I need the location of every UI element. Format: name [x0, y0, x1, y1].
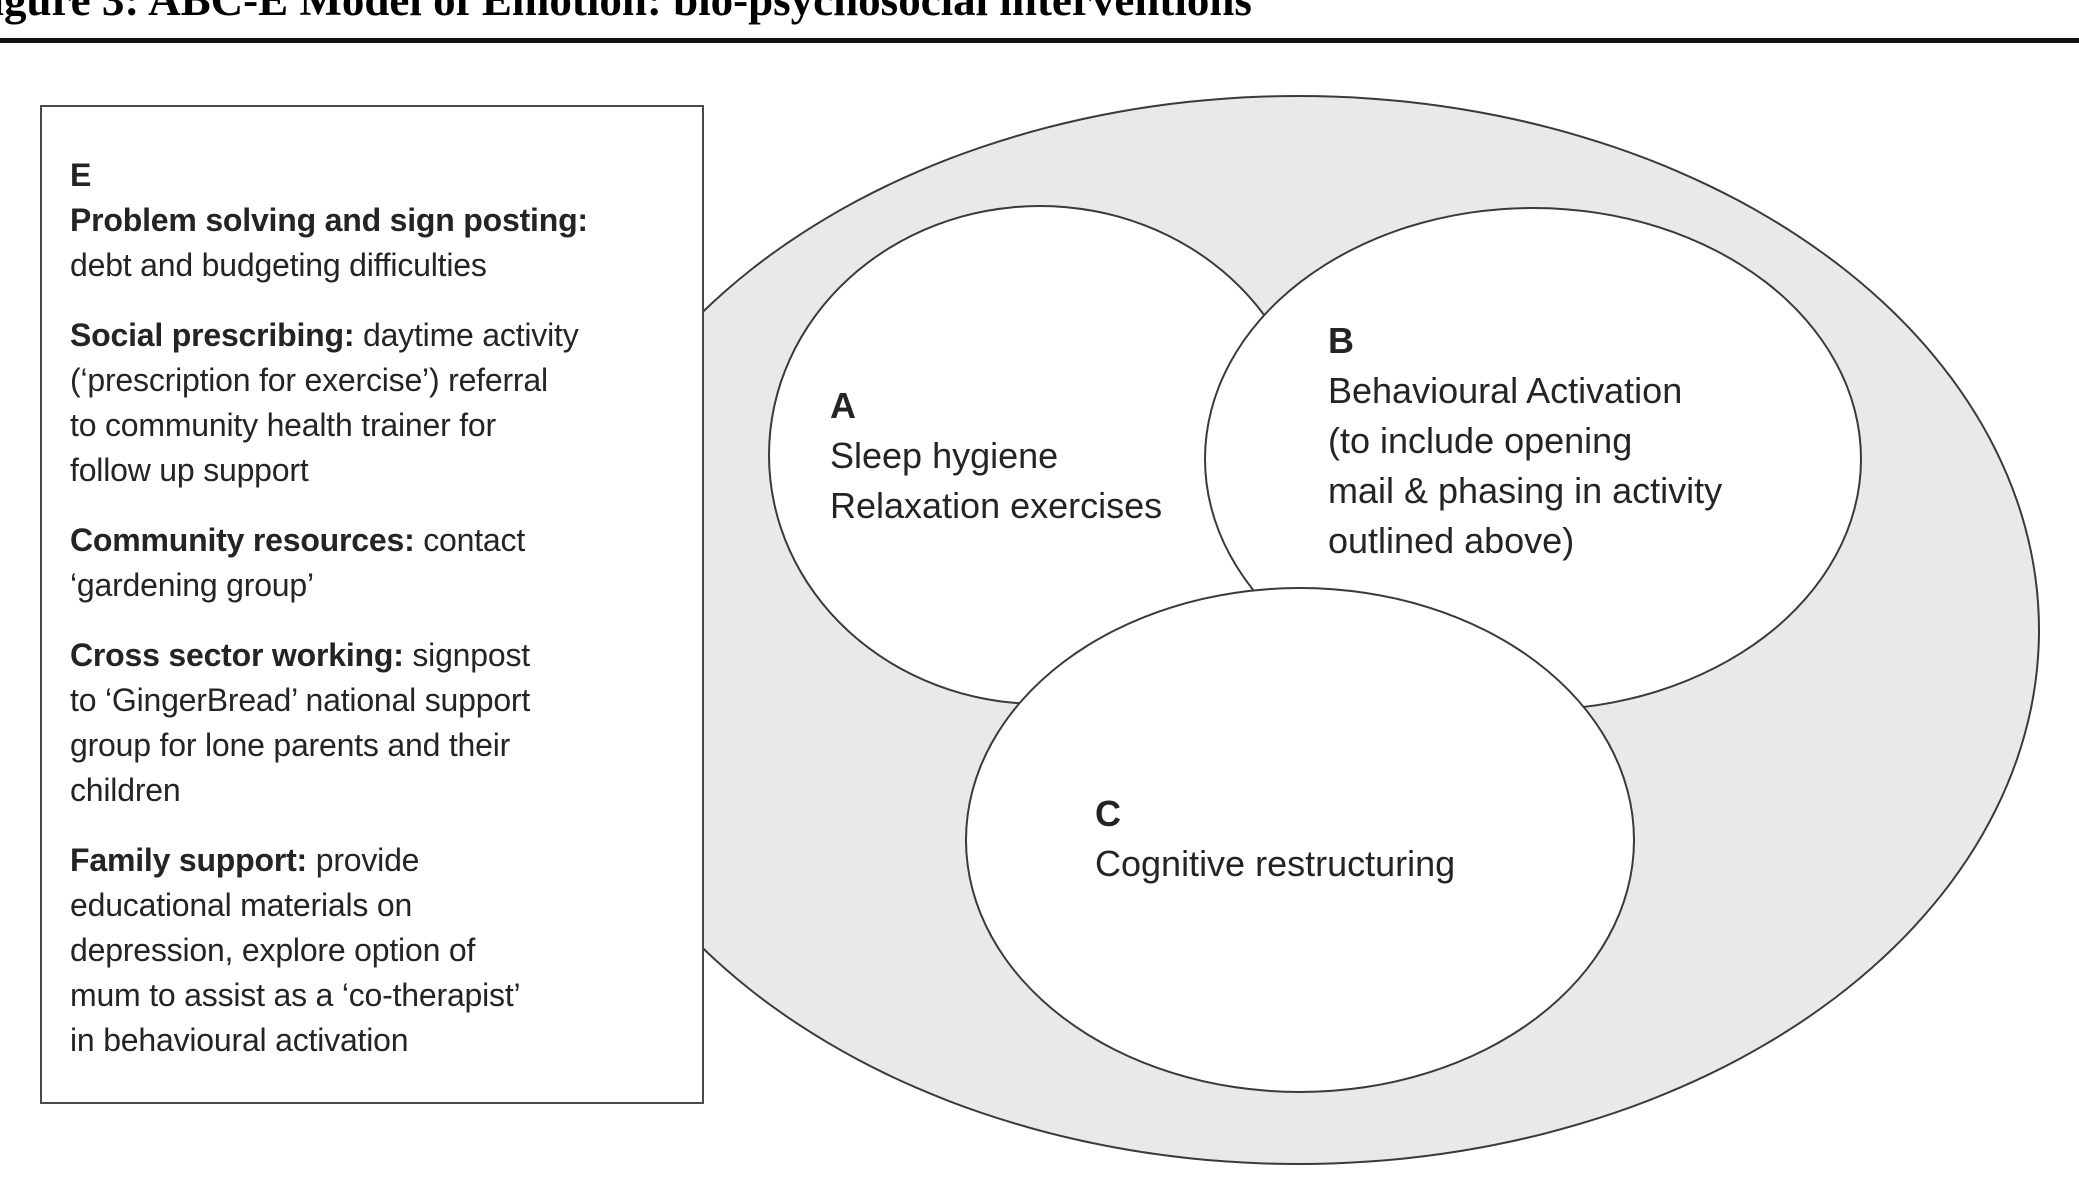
legend-line-bold: E: [70, 157, 92, 193]
title-rule: [0, 38, 2079, 43]
legend-line: group for lone parents and their: [70, 727, 511, 763]
ellipse-letter: A: [830, 385, 856, 426]
legend-line: (‘prescription for exercise’) referral: [70, 362, 548, 398]
legend-paragraph: Social prescribing: daytime activity (‘pr…: [70, 313, 682, 493]
ellipse-c: [965, 587, 1635, 1093]
legend-line: in behavioural activation: [70, 1022, 409, 1058]
legend-line: educational materials on: [70, 887, 413, 923]
legend-line: children: [70, 772, 181, 808]
legend-line: Family support: provide: [70, 842, 420, 878]
legend-line-bold: Cross sector working:: [70, 637, 404, 673]
legend-line: ‘gardening group’: [70, 567, 314, 603]
legend-paragraph: Community resources: contact ‘gardening g…: [70, 518, 682, 608]
ellipse-letter: B: [1328, 320, 1354, 361]
ellipse-b-label: B Behavioural Activation (to include openi…: [1328, 316, 1722, 566]
legend-line-bold: Social prescribing:: [70, 317, 355, 353]
legend-line: Community resources: contact: [70, 522, 526, 558]
figure-title: Figure 3: ABC-E Model of Emotion: bio-ps…: [0, 0, 1252, 25]
legend-line: Cross sector working: signpost: [70, 637, 530, 673]
ellipse-text-line: mail & phasing in activity: [1328, 470, 1723, 511]
legend-line: E: [70, 153, 682, 198]
ellipse-c-label: C Cognitive restructuring: [1095, 789, 1455, 889]
legend-box-e: E Problem solving and sign posting: debt a…: [40, 105, 704, 1104]
ellipse-text-line: Relaxation exercises: [830, 485, 1163, 526]
ellipse-letter: C: [1095, 793, 1121, 834]
legend-paragraph: Cross sector working: signpost to ‘Ginger…: [70, 633, 682, 813]
legend-line: follow up support: [70, 452, 309, 488]
ellipse-text-line: Cognitive restructuring: [1095, 843, 1456, 884]
ellipse-text-line: Sleep hygiene: [830, 435, 1059, 476]
ellipse-text-line: outlined above): [1328, 520, 1575, 561]
legend-line-bold: Community resources:: [70, 522, 415, 558]
legend-line: to ‘GingerBread’ national support: [70, 682, 531, 718]
legend-line-bold: Family support:: [70, 842, 308, 878]
legend-line: depression, explore option of: [70, 932, 476, 968]
legend-paragraph: E Problem solving and sign posting: debt a…: [70, 153, 682, 288]
ellipse-text-line: (to include opening: [1328, 420, 1633, 461]
legend-line: Social prescribing: daytime activity: [70, 317, 579, 353]
legend-line: mum to assist as a ‘co-therapist’: [70, 977, 521, 1013]
legend-line: to community health trainer for: [70, 407, 496, 443]
legend-paragraph: Family support: provide educational mater…: [70, 838, 682, 1063]
ellipse-text-line: Behavioural Activation: [1328, 370, 1683, 411]
legend-line: debt and budgeting difficulties: [70, 247, 487, 283]
legend-line: Problem solving and sign posting:: [70, 198, 682, 243]
legend-line-bold: Problem solving and sign posting:: [70, 202, 588, 238]
